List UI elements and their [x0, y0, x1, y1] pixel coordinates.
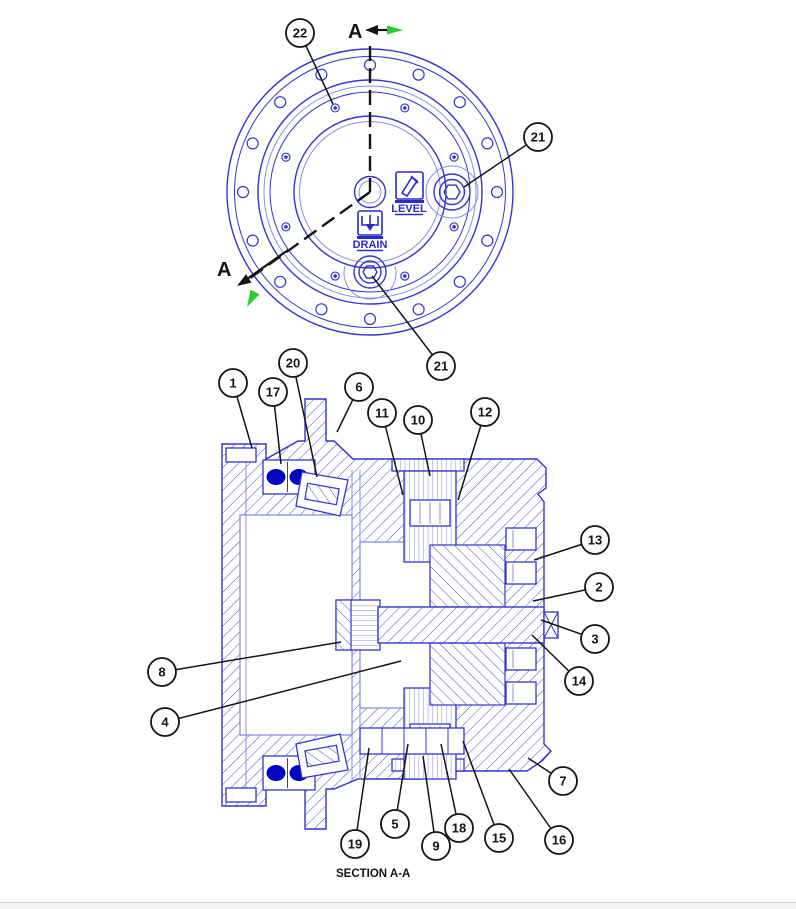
section-letter-left: A: [217, 259, 231, 281]
callout-12: 12: [457, 397, 500, 501]
svg-text:22: 22: [293, 26, 307, 41]
taper-bearing-bottom: [295, 733, 349, 779]
callout-22: 22: [285, 18, 334, 105]
svg-text:6: 6: [355, 380, 362, 395]
callout-4: 4: [150, 660, 402, 737]
svg-text:17: 17: [266, 385, 280, 400]
level-plug: [425, 165, 479, 219]
svg-text:8: 8: [158, 665, 165, 680]
drain-label: DRAIN: [353, 239, 388, 251]
window-bottom-edge: [0, 902, 796, 909]
svg-text:4: 4: [161, 715, 169, 730]
svg-text:1: 1: [229, 376, 236, 391]
callout-18: 18: [440, 743, 474, 843]
callout-14: 14: [531, 634, 594, 696]
svg-text:14: 14: [572, 674, 587, 689]
svg-text:15: 15: [492, 831, 506, 846]
callout-19: 19: [340, 747, 370, 859]
svg-text:9: 9: [432, 839, 439, 854]
svg-text:10: 10: [411, 413, 425, 428]
section-cut-line: [237, 25, 403, 307]
output-shaft: [377, 606, 545, 644]
carrier-upper: [429, 544, 506, 608]
svg-text:20: 20: [286, 356, 300, 371]
section-caption: SECTION A-A: [336, 868, 410, 880]
svg-text:18: 18: [452, 821, 466, 836]
top-view: LEVEL DRAIN A A 22 21 21: [217, 18, 553, 381]
lower-hardware-band: [359, 727, 465, 755]
svg-text:7: 7: [559, 774, 566, 789]
shaft-end-plug: [543, 611, 559, 639]
callout-17: 17: [258, 377, 288, 465]
drain-icon: [357, 210, 383, 239]
taper-bearing-top: [295, 471, 349, 517]
callout-20: 20: [278, 348, 318, 478]
cover-bolts: [505, 527, 537, 705]
section-view-callouts: 1 17 20 6 11 10 12 13 2 3 14 8 4 19 5 9 18 15 16 7: [147, 348, 614, 861]
callout-6: 6: [336, 372, 374, 433]
section-view: 1 17 20 6 11 10 12 13 2 3 14 8 4 19 5 9 18 15 16 7: [147, 348, 614, 861]
svg-text:12: 12: [478, 405, 492, 420]
callout-13: 13: [533, 525, 610, 561]
flange-bolt-pocket-top: [225, 447, 257, 463]
callout-8: 8: [147, 641, 342, 687]
inner-plug-holes: [281, 103, 459, 281]
svg-text:2: 2: [595, 580, 602, 595]
flange-bolt-pocket-bottom: [225, 787, 257, 803]
callout-10: 10: [403, 405, 433, 477]
top-view-callouts: 22 21 21: [285, 18, 553, 381]
level-label: LEVEL: [391, 203, 427, 215]
callout-7: 7: [527, 757, 578, 796]
svg-text:11: 11: [375, 406, 389, 421]
callout-16: 16: [508, 768, 574, 855]
callout-9: 9: [421, 755, 451, 861]
callout-3: 3: [540, 619, 610, 654]
svg-text:3: 3: [591, 632, 598, 647]
callout-5: 5: [380, 743, 410, 839]
svg-text:19: 19: [348, 837, 362, 852]
svg-text:16: 16: [552, 833, 566, 848]
callout-15: 15: [462, 740, 514, 853]
svg-text:13: 13: [588, 533, 602, 548]
callout-21: 21: [371, 275, 456, 381]
carrier-lower: [429, 642, 506, 706]
section-letter-top: A: [348, 21, 362, 43]
callout-21: 21: [463, 122, 553, 188]
svg-text:21: 21: [531, 130, 545, 145]
callout-1: 1: [218, 368, 253, 449]
level-icon: [395, 171, 424, 203]
callout-2: 2: [532, 572, 614, 602]
callout-11: 11: [367, 398, 404, 496]
svg-text:21: 21: [434, 359, 448, 374]
bore-cavity: [239, 514, 353, 736]
sun-coupling: [335, 599, 381, 651]
bolt-hole-circle: [236, 58, 504, 326]
svg-text:5: 5: [391, 817, 398, 832]
